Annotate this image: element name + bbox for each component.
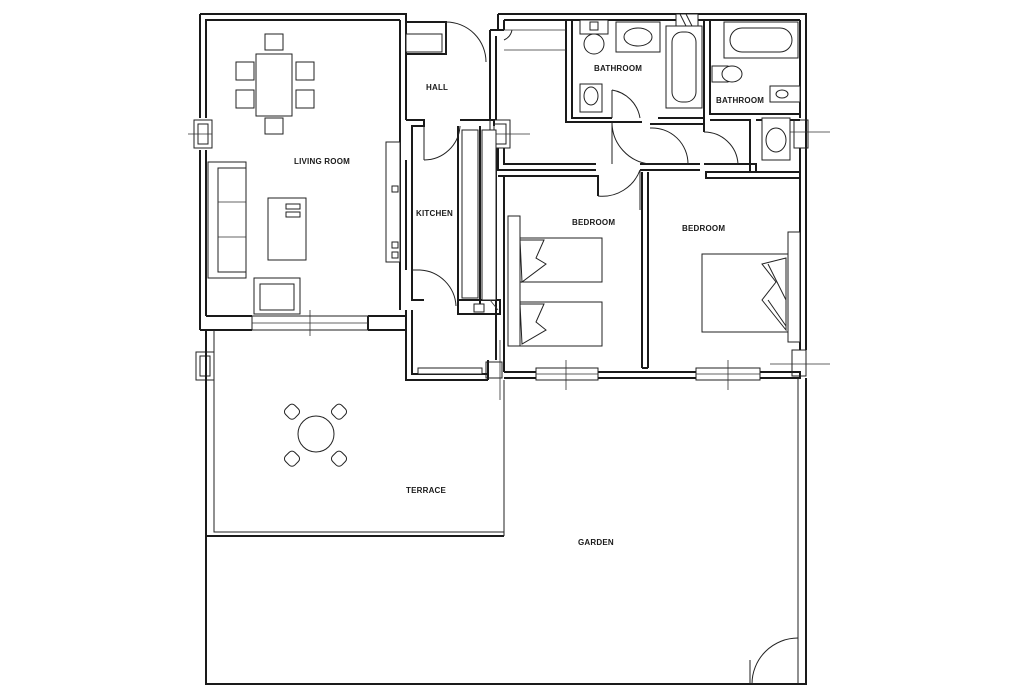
sofa bbox=[207, 161, 247, 279]
armchair bbox=[253, 277, 301, 315]
double-bed bbox=[701, 231, 801, 343]
outer-walls bbox=[199, 13, 807, 381]
hall-cupboard bbox=[405, 29, 566, 53]
label-living-room: LIVING ROOM bbox=[294, 157, 350, 166]
terrace bbox=[205, 330, 505, 537]
twin-beds bbox=[507, 215, 603, 347]
label-bedroom-double: BEDROOM bbox=[682, 224, 725, 233]
main-bathroom-fixtures bbox=[579, 13, 703, 113]
dining-set bbox=[235, 33, 315, 135]
kitchen-units bbox=[417, 129, 499, 375]
label-kitchen: KITCHEN bbox=[416, 209, 453, 218]
label-garden: GARDEN bbox=[578, 538, 614, 547]
label-bathroom-ensuite: BATHROOM bbox=[716, 96, 764, 105]
coffee-table bbox=[267, 197, 307, 261]
label-bedroom-twin: BEDROOM bbox=[572, 218, 615, 227]
label-bathroom-main: BATHROOM bbox=[594, 64, 642, 73]
windows bbox=[188, 119, 830, 400]
garden bbox=[205, 378, 807, 685]
label-hall: HALL bbox=[426, 83, 448, 92]
doors bbox=[412, 21, 739, 307]
label-terrace: TERRACE bbox=[406, 486, 447, 495]
ensuite-fixtures bbox=[711, 21, 801, 161]
tv-unit bbox=[385, 141, 401, 263]
room-labels: LIVING ROOM HALL KITCHEN BATHROOM BATHRO… bbox=[294, 64, 764, 547]
